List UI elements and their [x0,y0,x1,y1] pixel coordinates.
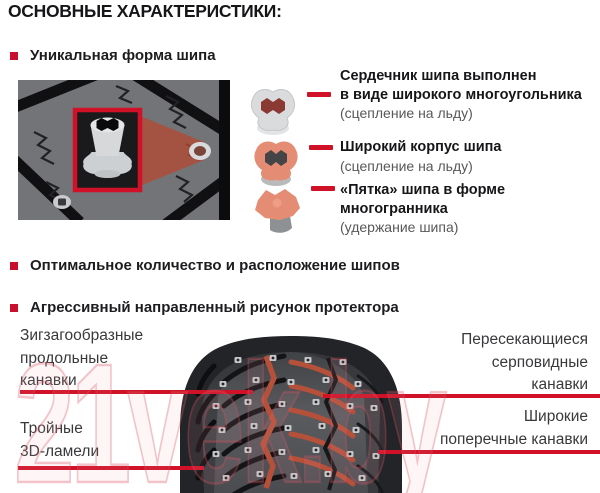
feature-label: Агрессивный направленный рисунок протект… [30,299,399,316]
leader-line-3d-sipes [18,466,204,470]
callout-note: (сцепление на льду) [340,105,473,121]
stud-3d-render-icon [83,117,132,178]
stud-body-top-view-icon [248,137,304,192]
callout-title: Широкий корпус шипа [340,139,502,155]
label-triple-3d-sipes: Тройные 3D-ламели [20,420,100,460]
stud-heel-view-icon [250,182,306,239]
highlighted-zigzag-groove [260,355,277,489]
page-title: ОСНОВНЫЕ ХАРАКТЕРИСТИКИ: [8,1,282,21]
red-bullet-icon [10,52,18,60]
tread-stud-target-icon [189,142,211,160]
stud-highlight-box [72,107,143,193]
tread-closeup-photo [2,66,240,229]
tread-stud-small-icon [53,195,71,209]
red-bullet-icon [10,304,18,312]
callout-dash-icon [307,92,331,97]
tire-front-view-photo [178,336,404,493]
feature-unique-stud-shape: Уникальная форма шипа [10,47,216,64]
callout-dash-icon [311,186,335,191]
highlight-beam [140,116,204,186]
red-bullet-icon [10,262,18,270]
callout-stud-heel: «Пятка» шипа в форме многогранника (удер… [340,181,598,236]
callout-note: (удержание шипа) [340,219,459,235]
stud-core-top-view-icon [246,84,300,141]
label-wide-lateral-grooves: Широкие поперечные канавки [439,408,588,448]
label-zigzag-longitudinal-grooves: Зигзагообразные продольные канавки [20,327,144,389]
leader-line-zigzag-grooves [20,390,253,394]
leader-line-crescent-grooves [323,394,600,398]
callout-dash-icon [309,145,333,150]
callout-note: (сцепление на льду) [340,157,473,174]
feature-label: Оптимальное количество и расположение ши… [30,257,400,274]
callout-stud-core: Сердечник шипа выполнен в виде широкого … [340,67,598,122]
feature-tread-pattern: Агрессивный направленный рисунок протект… [10,299,399,316]
leader-line-lateral-grooves [378,450,600,454]
callout-title: Сердечник шипа выполнен в виде широкого … [340,68,582,103]
label-intersecting-crescent-grooves: Пересекающиеся серповидные канавки [461,331,588,393]
tire-front-view-graphic [180,336,402,493]
feature-label: Уникальная форма шипа [30,47,216,64]
callout-stud-body: Широкий корпус шипа (сцепление на льду) [340,138,598,175]
tread-closeup-graphic [2,66,240,229]
feature-stud-count: Оптимальное количество и расположение ши… [10,257,400,274]
callout-title: «Пятка» шипа в форме многогранника [340,182,506,217]
